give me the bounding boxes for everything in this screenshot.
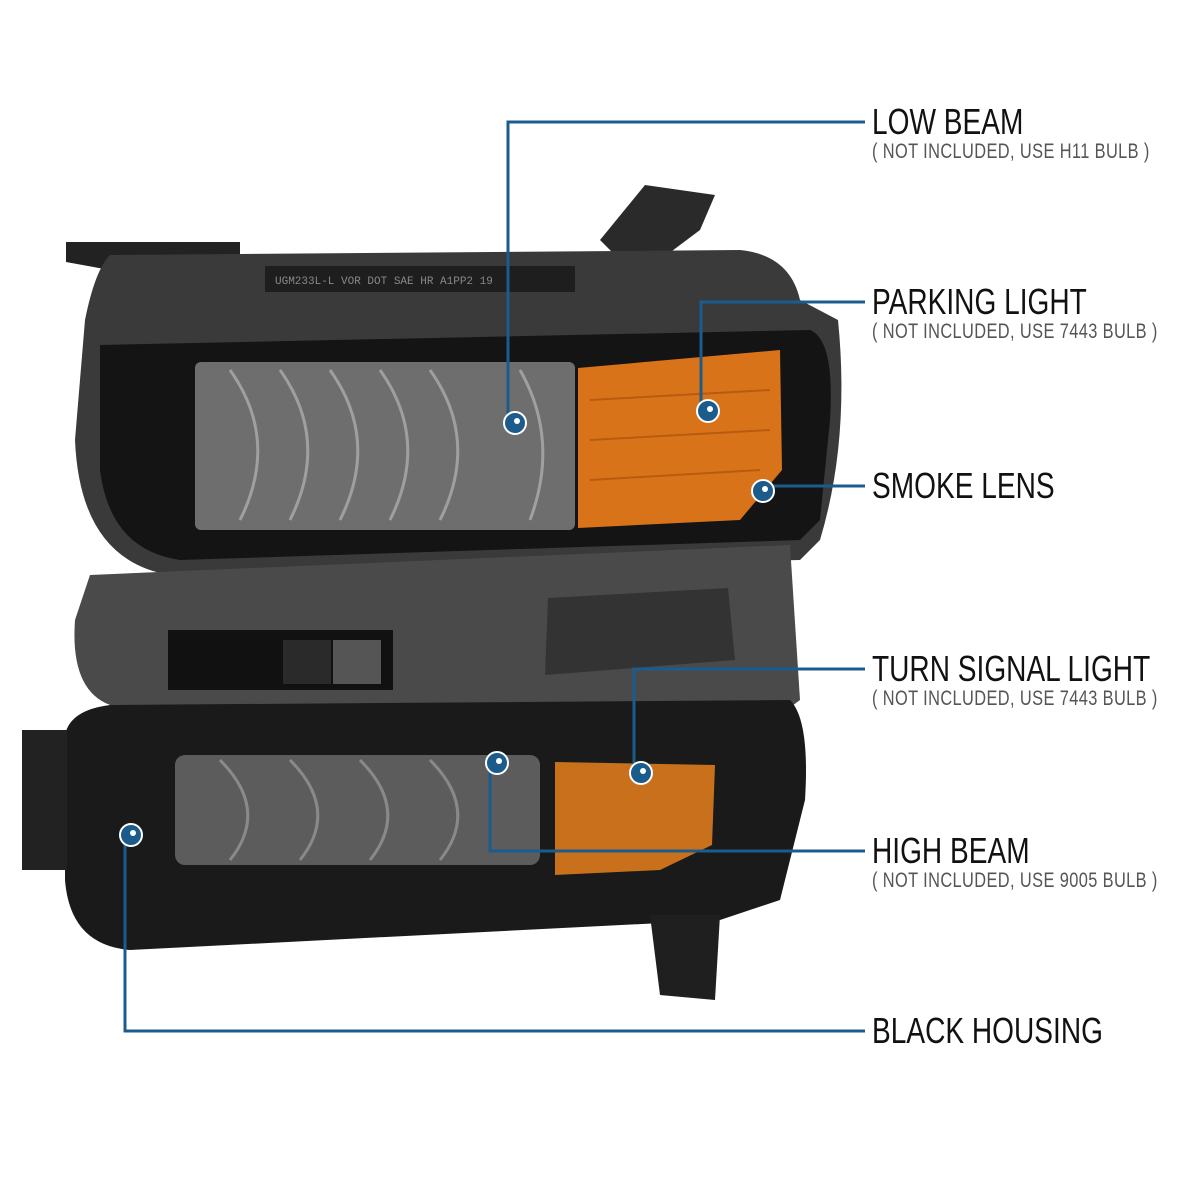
callout-note: ( NOT INCLUDED, USE H11 BULB ) [872, 140, 1150, 163]
callout-lines [123, 120, 865, 1033]
dot-parking-light [696, 399, 720, 423]
turn-signal-lens [555, 762, 715, 875]
callout-title: BLACK HOUSING [872, 1010, 1103, 1051]
callout-title: LOW BEAM [872, 101, 1024, 142]
housing-label-strip [265, 266, 575, 292]
dot-black-housing [119, 823, 143, 847]
callout-title: HIGH BEAM [872, 830, 1030, 871]
callout-black-housing: BLACK HOUSING [872, 1012, 1103, 1050]
parking-light-lens [578, 350, 782, 528]
callout-note: ( NOT INCLUDED, USE 7443 BULB ) [872, 687, 1158, 710]
bracket-plate [545, 588, 735, 675]
callout-note: ( NOT INCLUDED, USE 9005 BULB ) [872, 869, 1158, 892]
mount-tab-lower [22, 730, 67, 870]
callout-dots [119, 399, 775, 847]
callout-note: ( NOT INCLUDED, USE 7443 BULB ) [872, 320, 1158, 343]
low-beam-reflector [195, 362, 575, 530]
dot-high-beam [485, 751, 509, 775]
callout-low-beam: LOW BEAM ( NOT INCLUDED, USE H11 BULB ) [872, 103, 1150, 163]
callout-parking-light: PARKING LIGHT ( NOT INCLUDED, USE 7443 B… [872, 283, 1158, 343]
dot-turn-signal [629, 761, 653, 785]
callout-title: SMOKE LENS [872, 465, 1055, 506]
housing-text: UGM233L-L VOR DOT SAE HR A1PP2 19 [275, 276, 493, 288]
dot-smoke-lens [751, 479, 775, 503]
dot-low-beam [503, 411, 527, 435]
callout-title: PARKING LIGHT [872, 281, 1087, 322]
callout-turn-signal: TURN SIGNAL LIGHT ( NOT INCLUDED, USE 74… [872, 650, 1158, 710]
mount-tab-top [600, 185, 715, 260]
callout-smoke-lens: SMOKE LENS [872, 467, 1055, 505]
callout-title: TURN SIGNAL LIGHT [872, 648, 1151, 689]
callout-high-beam: HIGH BEAM ( NOT INCLUDED, USE 9005 BULB … [872, 832, 1158, 892]
